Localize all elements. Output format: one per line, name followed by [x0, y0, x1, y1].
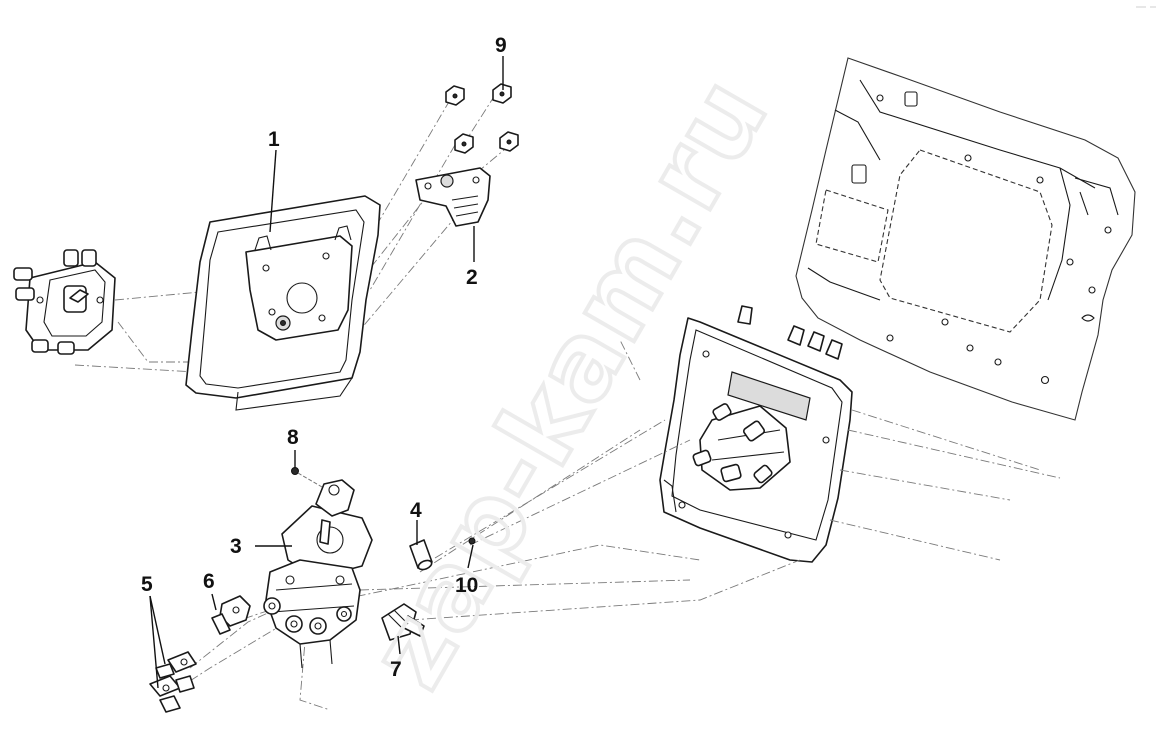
valve-port-1	[263, 597, 281, 615]
callout-1: 1	[268, 128, 280, 151]
part-7-sensor	[381, 603, 425, 641]
part-10-screw	[468, 537, 476, 545]
bracket-nut	[275, 315, 291, 331]
part-8-screw	[291, 467, 323, 488]
callout-7: 7	[390, 658, 402, 681]
plate-fitting-4	[720, 463, 742, 483]
callout-9: 9	[495, 34, 507, 57]
assembled-mounting-plate	[659, 305, 853, 563]
nut-4	[499, 131, 519, 152]
part-2-small-bracket	[415, 167, 491, 227]
callout-3: 3	[230, 535, 242, 558]
nut-2	[492, 83, 512, 104]
callout-8: 8	[287, 426, 299, 449]
left-valve-fitting-6	[57, 341, 75, 355]
callout-10: 10	[455, 574, 478, 597]
nut-1	[445, 85, 465, 106]
part-4-sleeve	[409, 539, 433, 571]
plate-fitting-3	[692, 449, 712, 467]
plate-fitting-1	[712, 403, 732, 421]
valve-port-4	[336, 606, 352, 622]
callout-2: 2	[466, 266, 478, 289]
plate-fitting-2	[742, 420, 766, 442]
callout-5: 5	[141, 573, 153, 596]
valve-port-3	[309, 617, 327, 635]
part-9-nuts	[445, 83, 519, 154]
callout-4: 4	[410, 499, 422, 522]
tee-fitting-upper	[155, 651, 197, 679]
tee-fitting-lower	[149, 675, 195, 713]
plate-fitting-5	[753, 464, 773, 484]
cab-floor-panel	[795, 57, 1136, 421]
left-valve-fitting-2	[15, 287, 35, 301]
left-valve-assembly	[13, 249, 116, 355]
part-1-bracket-plate	[185, 195, 381, 411]
left-valve-fitting-4	[81, 249, 97, 267]
valve-port-2	[285, 615, 303, 633]
callout-6: 6	[203, 570, 215, 593]
callout-labels: 1 2 3 4 5 6 7 8 9 10	[141, 34, 507, 681]
left-valve-fitting-1	[13, 267, 33, 281]
left-valve-fitting-3	[63, 249, 79, 267]
callout-leaders	[149, 56, 504, 689]
nut-3	[454, 133, 474, 154]
left-valve-fitting-5	[31, 339, 49, 353]
part-6-elbow-fitting	[211, 595, 251, 635]
part-3-control-valve	[263, 479, 373, 669]
